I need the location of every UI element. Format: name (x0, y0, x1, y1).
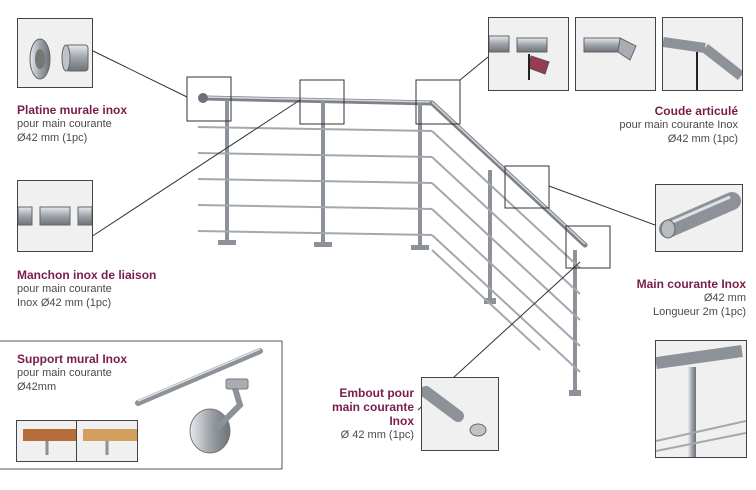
callout-manchon-line1: pour main courante (17, 283, 112, 295)
cables-flat (197, 126, 433, 236)
thumb-elbow-1 (488, 17, 569, 91)
callout-main-courante-line2: Longueur 2m (1pc) (653, 306, 746, 318)
cables-stair (431, 130, 581, 373)
detail-boxes (186, 76, 611, 269)
callout-support: Support mural Inox pour main courante Ø4… (17, 352, 187, 394)
callout-manchon-line2: Inox Ø42 mm (1pc) (17, 297, 112, 309)
callout-platine-line2: Ø42 mm (1pc) (17, 132, 88, 144)
thumb-connector-sleeve (17, 180, 93, 252)
callout-embout-title-1: Embout pour (339, 386, 414, 400)
callout-main-courante-line1: Ø42 mm (703, 292, 746, 304)
wall-bracket-illustration (135, 348, 263, 454)
thumb-elbow-3 (662, 17, 743, 91)
callout-main-courante: Main courante Inox Ø42 mm Longueur 2m (1… (600, 277, 746, 319)
callout-platine-title: Platine murale inox (17, 103, 128, 117)
thumb-elbow-2 (575, 17, 656, 91)
callout-platine: Platine murale inox pour main courante Ø… (17, 103, 187, 145)
callout-coude-line1: pour main courante Inox (619, 119, 738, 131)
callout-manchon: Manchon inox de liaison pour main couran… (17, 268, 217, 310)
thumb-wood-2 (76, 420, 138, 462)
handrail (198, 93, 588, 248)
callout-embout-line1: Ø 42 mm (1pc) (340, 429, 414, 441)
leader-lines (90, 49, 656, 411)
thumb-wall-plate (17, 18, 93, 88)
callout-coude-line2: Ø42 mm (1pc) (667, 133, 738, 145)
callout-coude-title: Coude articulé (654, 104, 738, 118)
callout-support-title: Support mural Inox (17, 352, 128, 366)
callout-coude: Coude articulé pour main courante Inox Ø… (580, 104, 738, 146)
callout-embout-title-3: Inox (389, 414, 414, 428)
thumb-wood-1 (16, 420, 78, 462)
callout-platine-line1: pour main courante (17, 118, 112, 130)
callout-embout: Embout pour main courante Inox Ø 42 mm (… (300, 386, 414, 442)
thumb-post-detail (655, 340, 747, 458)
support-panel-frame (0, 340, 283, 470)
thumb-handrail (655, 184, 743, 252)
callout-manchon-title: Manchon inox de liaison (17, 268, 157, 282)
callout-embout-title-2: main courante (331, 400, 414, 414)
posts-flat (218, 100, 429, 250)
callout-support-line1: pour main courante (17, 367, 112, 379)
callout-support-line2: Ø42mm (17, 381, 57, 393)
wall-plate-mark (198, 93, 208, 103)
posts-stair (484, 170, 581, 396)
thumb-end-cap (421, 377, 499, 451)
callout-main-courante-title: Main courante Inox (636, 277, 746, 291)
